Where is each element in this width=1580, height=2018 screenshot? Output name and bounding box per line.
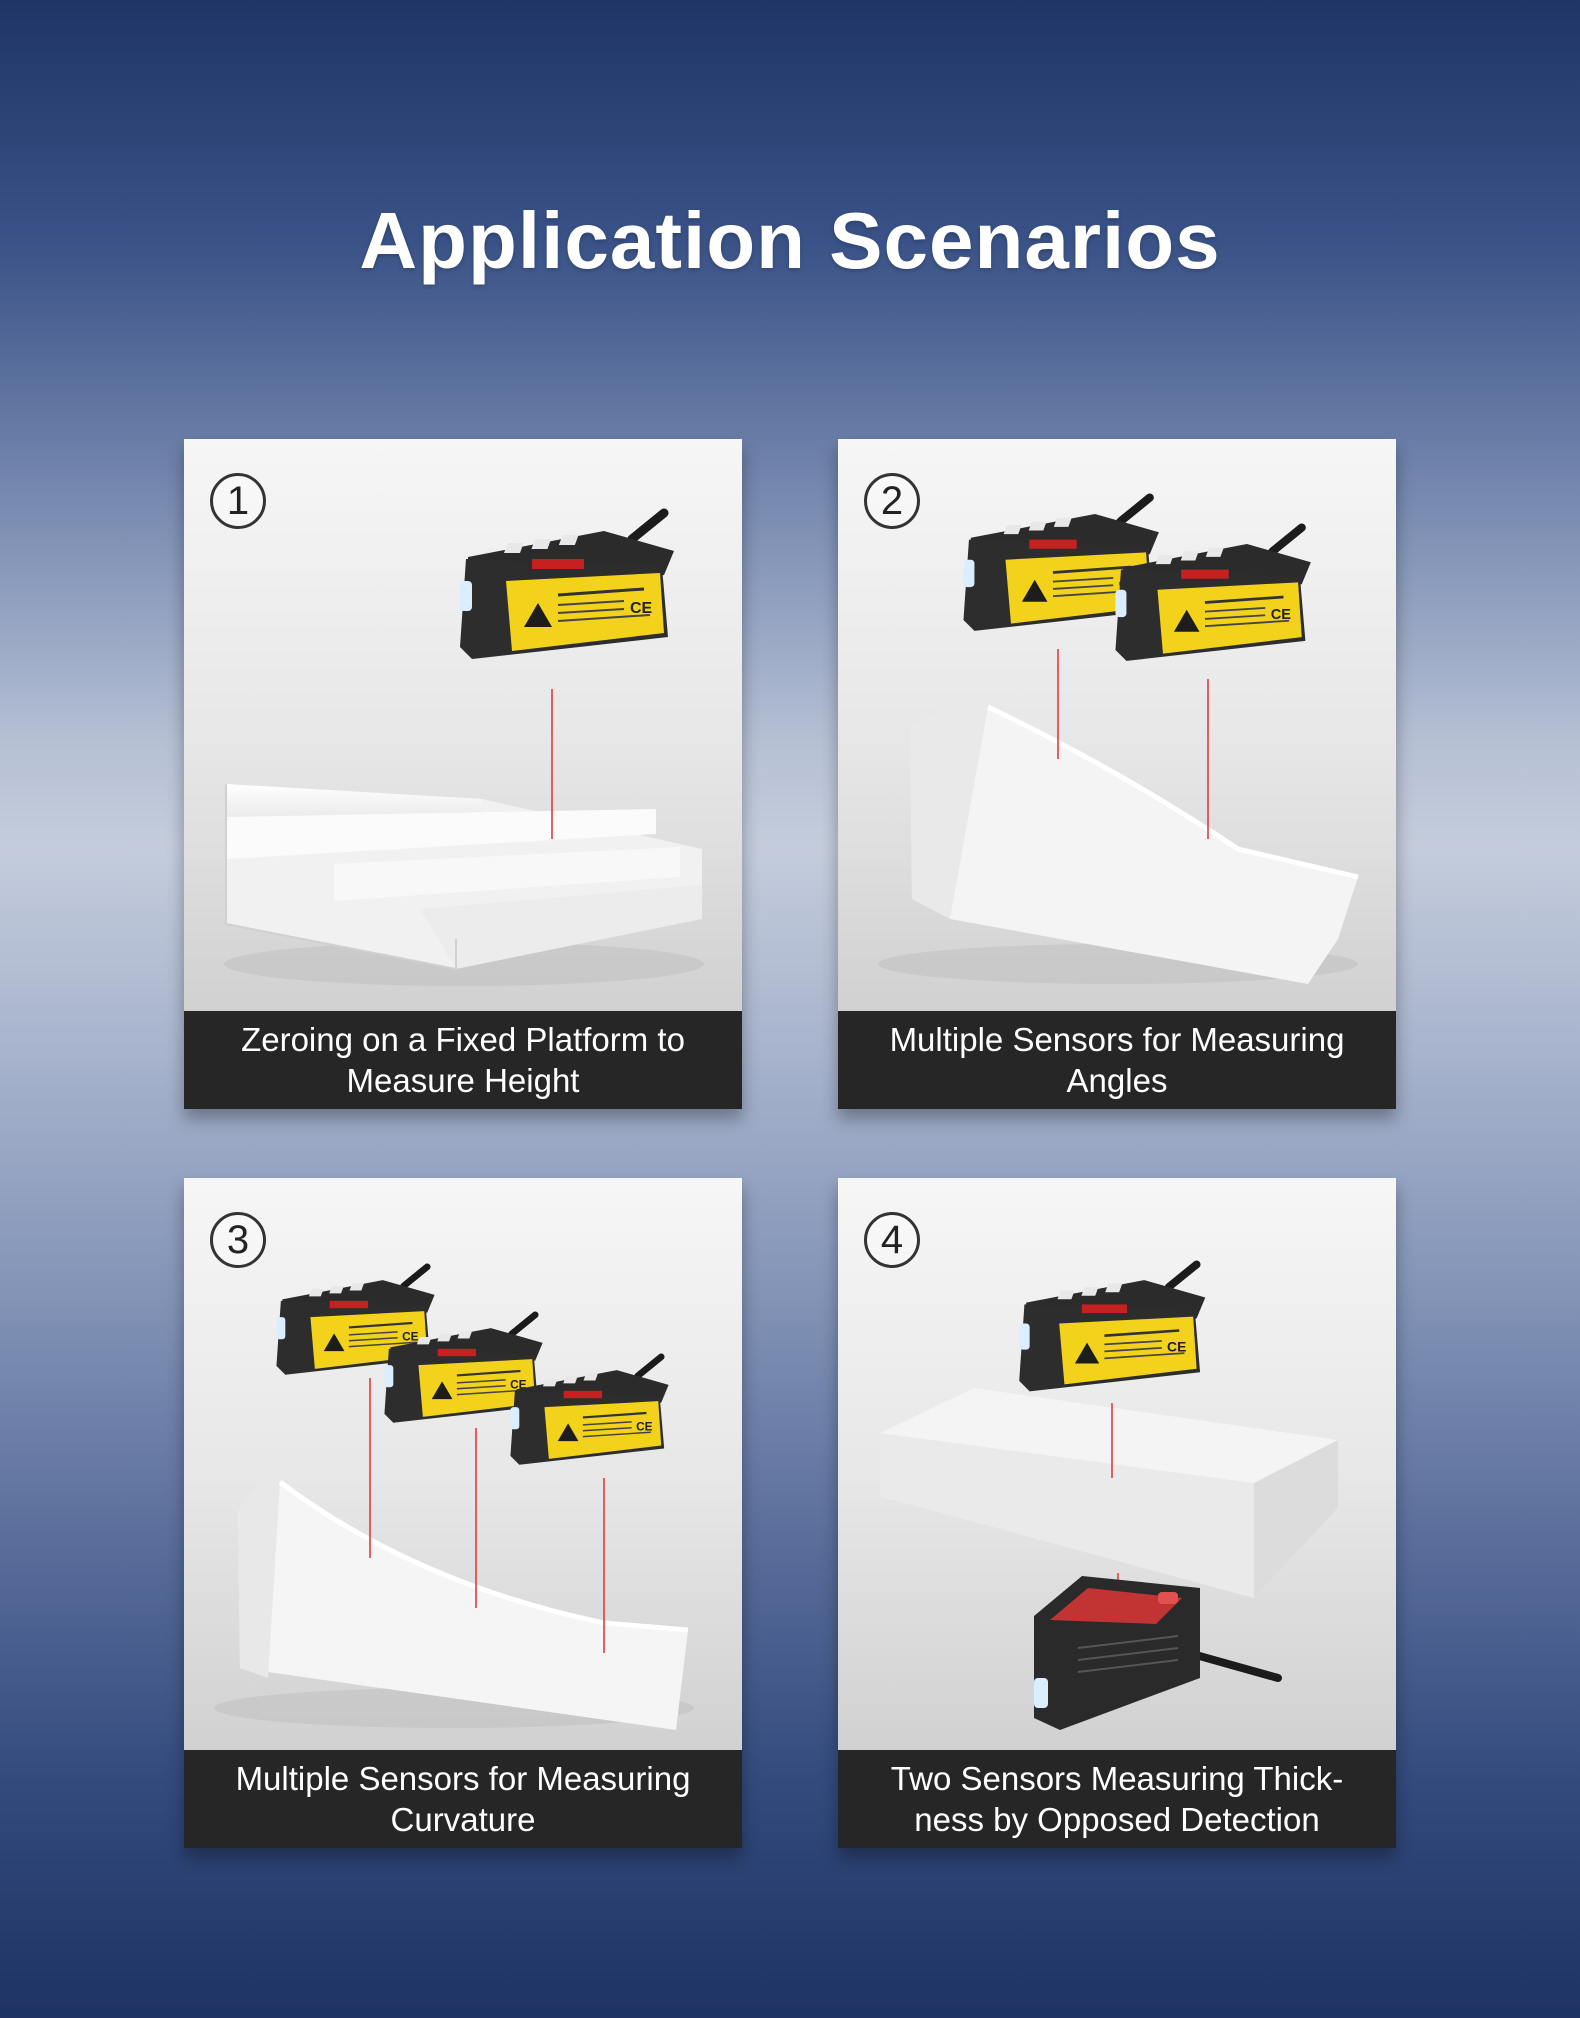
angle-measurement-illustration	[878, 439, 1359, 984]
scenario-card-2: 2 Multiple Sensors for Measuring Angles	[838, 439, 1396, 1109]
height-measurement-illustration	[224, 439, 704, 986]
thickness-measurement-illustration	[880, 1178, 1338, 1730]
scenario-card-4: 4 Two Sensors Measuring Thick- ness by O…	[838, 1178, 1396, 1848]
scenario-card-1: 1 Zeroing on a Fixed Platform to Measure…	[184, 439, 742, 1109]
scenario-number-badge: 3	[210, 1212, 266, 1268]
scenario-number-badge: 2	[864, 473, 920, 529]
scenario-number-badge: 4	[864, 1212, 920, 1268]
scenario-card-3: 3 Multiple Sensors for Measuring Curvatu…	[184, 1178, 742, 1848]
scenario-caption: Zeroing on a Fixed Platform to Measure H…	[184, 1011, 742, 1109]
scenario-caption: Multiple Sensors for Measuring Angles	[838, 1011, 1396, 1109]
page-title: Application Scenarios	[359, 196, 1221, 285]
scenario-caption: Two Sensors Measuring Thick- ness by Opp…	[838, 1750, 1396, 1848]
scenario-caption: Multiple Sensors for Measuring Curvature	[184, 1750, 742, 1848]
curvature-measurement-illustration	[214, 1178, 694, 1730]
scenario-number-badge: 1	[210, 473, 266, 529]
